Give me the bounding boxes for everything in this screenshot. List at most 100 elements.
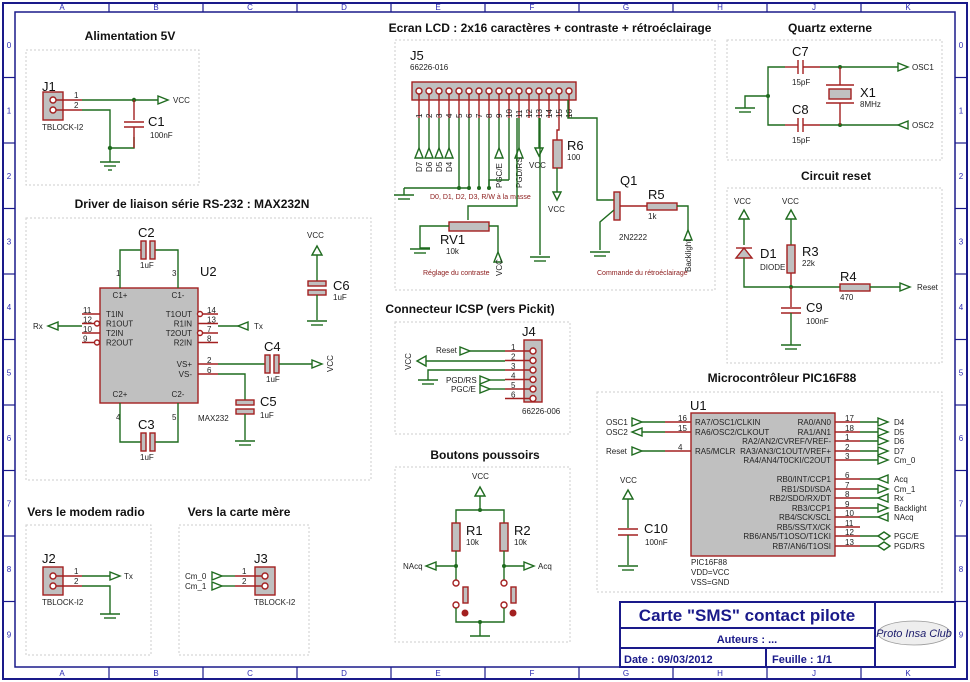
grid-row-label: 7 — [7, 499, 12, 508]
section-buttons: Boutons poussoirs VCC R1 10k R2 10k NAcq… — [394, 448, 571, 643]
c6-capacitor[interactable] — [307, 280, 327, 287]
j3-connector[interactable] — [254, 566, 276, 596]
grid-row-label: 8 — [7, 565, 12, 574]
j1-connector[interactable] — [42, 91, 64, 121]
svg-text:C3: C3 — [138, 417, 155, 432]
c3-capacitor[interactable] — [140, 432, 147, 452]
grid-column-label: A — [59, 3, 65, 12]
svg-text:J2: J2 — [42, 551, 56, 566]
r1-resistor[interactable] — [451, 522, 461, 552]
lcd-pin-number: 1 — [415, 113, 424, 118]
lcd-pin — [435, 87, 443, 95]
lcd-pin — [415, 87, 423, 95]
mcu-pin-name: RA3/AN3/C1OUT/VREF+ — [740, 447, 831, 456]
grid-column-label: D — [341, 669, 347, 678]
j5-lcd-connector[interactable] — [411, 81, 577, 101]
mcu-net-label: NAcq — [894, 513, 914, 522]
r3-resistor[interactable] — [786, 244, 796, 274]
mcu-pin-name: RA4/AN4/T0CKI/C2OUT — [743, 456, 831, 465]
c2-capacitor[interactable] — [140, 240, 147, 260]
u2-pin-name: VS+ — [177, 360, 193, 369]
svg-text:PGD/RS: PGD/RS — [446, 376, 477, 385]
lcd-pin — [515, 87, 523, 95]
grid-column-label: C — [247, 3, 253, 12]
d1-diode[interactable] — [734, 246, 754, 259]
icsp-pin-number: 3 — [511, 362, 516, 371]
mcu-pin-name: RB2/SDO/RX/DT — [770, 494, 831, 503]
x1-crystal[interactable] — [828, 88, 852, 100]
u2-max232-chip[interactable] — [99, 287, 199, 404]
icsp-pin — [529, 385, 537, 393]
lcd-pin — [445, 87, 453, 95]
svg-text:Driver de liaison série RS-232: Driver de liaison série RS-232 : MAX232N — [75, 197, 310, 211]
svg-text:Q1: Q1 — [620, 173, 637, 188]
mcu-pin-name: RA7/OSC1/CLKIN — [695, 418, 761, 427]
lcd-pin — [525, 87, 533, 95]
svg-text:RV1: RV1 — [440, 232, 465, 247]
svg-text:1uF: 1uF — [140, 453, 154, 462]
u1-pic16f88-chip[interactable] — [690, 412, 836, 557]
section-title: Ecran LCD : 2x16 caractères + contraste … — [389, 21, 712, 35]
r6-resistor[interactable] — [552, 139, 563, 169]
j2-connector[interactable] — [42, 566, 64, 596]
c5-capacitor[interactable] — [235, 399, 255, 406]
r5-resistor[interactable] — [646, 202, 678, 211]
svg-text:8MHz: 8MHz — [860, 100, 881, 109]
mcu-net-label: PGC/E — [894, 532, 919, 541]
lcd-pin — [485, 87, 493, 95]
grid-column-label: F — [530, 3, 535, 12]
ground-icon — [235, 440, 255, 446]
icsp-pin — [529, 356, 537, 365]
u2-pin-number: 11 — [83, 306, 92, 315]
lcd-net-label: D5 — [435, 161, 444, 172]
rv1-potentiometer[interactable] — [448, 221, 490, 232]
lcd-pin-number: 14 — [545, 109, 554, 118]
svg-text:Réglage du contraste: Réglage du contraste — [423, 270, 490, 277]
mcu-pin-name: RB6/AN5/T1OSO/T1CKI — [743, 532, 831, 541]
mcu-pin-number: 15 — [678, 424, 687, 433]
svg-text:66226-016: 66226-016 — [410, 63, 449, 72]
svg-text:470: 470 — [840, 293, 854, 302]
lcd-pin — [425, 87, 433, 95]
lcd-net-label: PGD/RS — [515, 157, 524, 188]
u2-pin-name: C2- — [172, 390, 185, 399]
ground-icon — [781, 344, 801, 350]
pushbutton-nacq[interactable] — [452, 579, 469, 617]
svg-text:VDD=VCC: VDD=VCC — [691, 568, 730, 577]
logo-badge — [877, 620, 951, 646]
svg-text:1: 1 — [242, 567, 247, 576]
board-title: Carte "SMS" contact pilote — [639, 606, 855, 625]
svg-text:VCC: VCC — [404, 353, 413, 370]
u2-pin-number: 5 — [172, 413, 177, 422]
svg-text:Vers la carte mère: Vers la carte mère — [188, 505, 291, 519]
r2-resistor[interactable] — [499, 522, 509, 552]
j1-ref: J1 — [42, 79, 56, 94]
svg-text:D1: D1 — [760, 246, 777, 261]
grid-row-label: 7 — [959, 499, 964, 508]
mcu-net-label: Backlight — [894, 504, 927, 513]
grid-column-label: A — [59, 669, 65, 678]
mcu-net-label: PGD/RS — [894, 542, 925, 551]
sheet-number: Feuille : 1/1 — [772, 654, 832, 666]
grid-row-label: 6 — [959, 434, 964, 443]
u2-pin-name: R1OUT — [106, 320, 133, 329]
grid-column-label: G — [623, 669, 629, 678]
svg-text:10k: 10k — [514, 538, 528, 547]
mcu-net-label: Cm_1 — [894, 485, 916, 494]
u2-pin-name: C1- — [172, 291, 185, 300]
u2-pin-name: T1IN — [106, 310, 124, 319]
lcd-pin-number: 6 — [465, 113, 474, 118]
r4-resistor[interactable] — [839, 283, 871, 292]
u2-pin-number: 6 — [207, 366, 212, 375]
svg-text:DIODE: DIODE — [760, 263, 785, 272]
mcu-net-label: D4 — [894, 418, 905, 427]
q1-transistor[interactable] — [613, 191, 621, 221]
svg-text:U2: U2 — [200, 264, 217, 279]
grid-row-label: 8 — [959, 565, 964, 574]
svg-text:VCC: VCC — [472, 472, 489, 481]
ground-icon — [618, 565, 638, 571]
c4-capacitor[interactable] — [264, 354, 271, 374]
grid-column-label: K — [905, 669, 911, 678]
